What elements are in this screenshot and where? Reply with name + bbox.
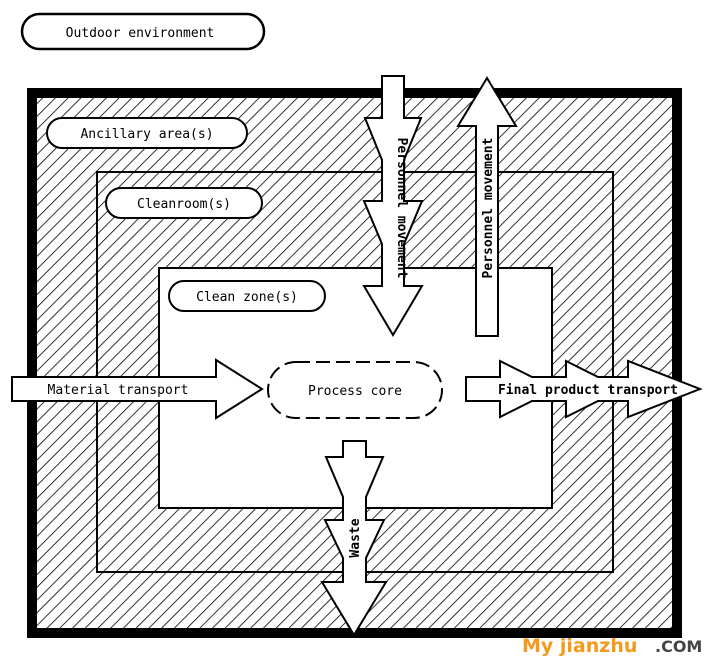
svg-text:Personnel movement: Personnel movement <box>394 138 409 279</box>
watermark: My jianzhu .COM <box>522 635 702 657</box>
svg-text:Cleanroom(s): Cleanroom(s) <box>137 197 231 212</box>
ancillary-area-label: Ancillary area(s) <box>46 117 248 149</box>
svg-text:.COM: .COM <box>655 637 702 656</box>
svg-text:Final product transport: Final product transport <box>498 383 678 398</box>
svg-text:Clean zone(s): Clean zone(s) <box>196 290 298 305</box>
personnel-movement-out-arrow: Personnel movement <box>456 76 518 337</box>
material-transport-arrow: Material transport <box>11 358 264 420</box>
waste-arrow: Waste <box>320 440 388 637</box>
clean-zone-label: Clean zone(s) <box>168 280 326 312</box>
svg-text:Outdoor environment: Outdoor environment <box>66 26 215 41</box>
outdoor-environment-label: Outdoor environment <box>20 12 266 51</box>
svg-text:My jianzhu: My jianzhu <box>522 635 637 657</box>
svg-text:Waste: Waste <box>348 518 363 557</box>
cleanroom-label: Cleanroom(s) <box>105 187 263 219</box>
svg-text:Process core: Process core <box>308 384 402 399</box>
svg-text:Personnel movement: Personnel movement <box>481 138 496 279</box>
svg-text:Ancillary area(s): Ancillary area(s) <box>80 127 213 142</box>
personnel-movement-in-arrow: Personnel movement <box>362 75 424 337</box>
svg-text:Material transport: Material transport <box>48 383 189 398</box>
process-core: Process core <box>267 361 443 419</box>
final-product-transport-arrow: Final product transport <box>465 359 703 419</box>
